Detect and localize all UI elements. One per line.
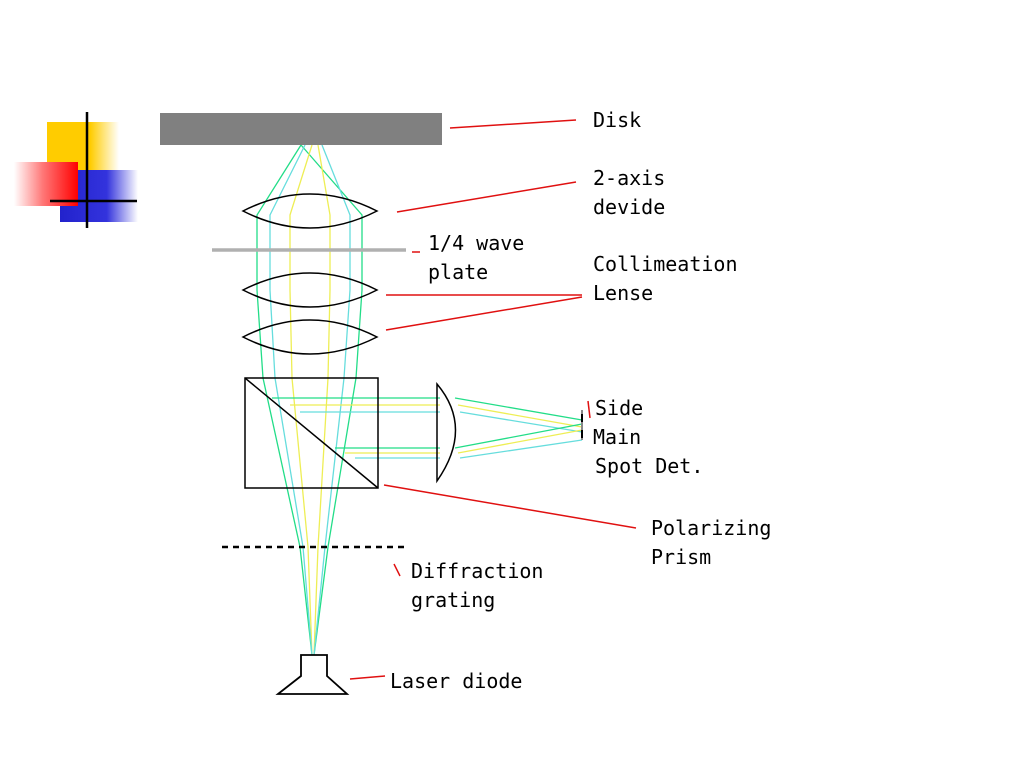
- laser-diode: [275, 654, 350, 695]
- beam-yellow-left: [289, 144, 313, 656]
- leader-prism: [383, 484, 637, 529]
- lenses: [241, 193, 379, 355]
- label-two-axis-line2: devide: [593, 195, 665, 219]
- leader-detector: [587, 400, 591, 419]
- leader-grating: [393, 563, 401, 577]
- beam-green-left: [256, 144, 313, 656]
- label-detector-line2: Main: [593, 425, 641, 449]
- beam-green-right: [300, 144, 363, 656]
- label-detector-line1: Side: [595, 396, 643, 420]
- leader-two-axis: [396, 181, 577, 213]
- label-wave-plate-line2: plate: [428, 260, 488, 284]
- disk: [160, 113, 442, 145]
- beam-cyan-to-det-b: [459, 439, 583, 459]
- beam-paths: [256, 144, 583, 656]
- label-two-axis-line1: 2-axis: [593, 166, 665, 190]
- leader-lines: [349, 119, 637, 680]
- labels: Disk 2-axis devide 1/4 wave plate Collim…: [390, 108, 771, 693]
- beam-yellow-to-det-a: [457, 404, 583, 428]
- beam-yellow-right: [313, 144, 331, 656]
- beam-cyan-right: [313, 144, 351, 656]
- polarizing-prism: [244, 377, 379, 489]
- objective-lens: [241, 193, 379, 229]
- label-collimation-line2: Lense: [593, 281, 653, 305]
- leader-disk: [449, 119, 577, 129]
- label-laser: Laser diode: [390, 669, 522, 693]
- collimation-lens-lower: [241, 319, 379, 355]
- beam-green-to-det-b: [454, 423, 583, 449]
- beam-green-to-det-a: [454, 397, 583, 421]
- label-grating-line2: grating: [411, 588, 495, 612]
- leader-collimation-b: [385, 296, 583, 331]
- label-grating-line1: Diffraction: [411, 559, 543, 583]
- label-prism-line1: Polarizing: [651, 516, 771, 540]
- collimation-lens-upper: [241, 272, 379, 308]
- beam-cyan-left: [269, 144, 313, 656]
- label-collimation-line1: Collimeation: [593, 252, 738, 276]
- beam-cyan-to-det-a: [459, 411, 583, 433]
- detector-lens: [436, 381, 457, 484]
- label-wave-plate-line1: 1/4 wave: [428, 231, 524, 255]
- label-disk: Disk: [593, 108, 641, 132]
- beam-yellow-to-det-b: [457, 429, 583, 454]
- leader-laser: [349, 675, 386, 680]
- label-prism-line2: Prism: [651, 545, 711, 569]
- label-detector-line3: Spot Det.: [595, 454, 703, 478]
- slide-corner-logo-icon: [14, 112, 138, 228]
